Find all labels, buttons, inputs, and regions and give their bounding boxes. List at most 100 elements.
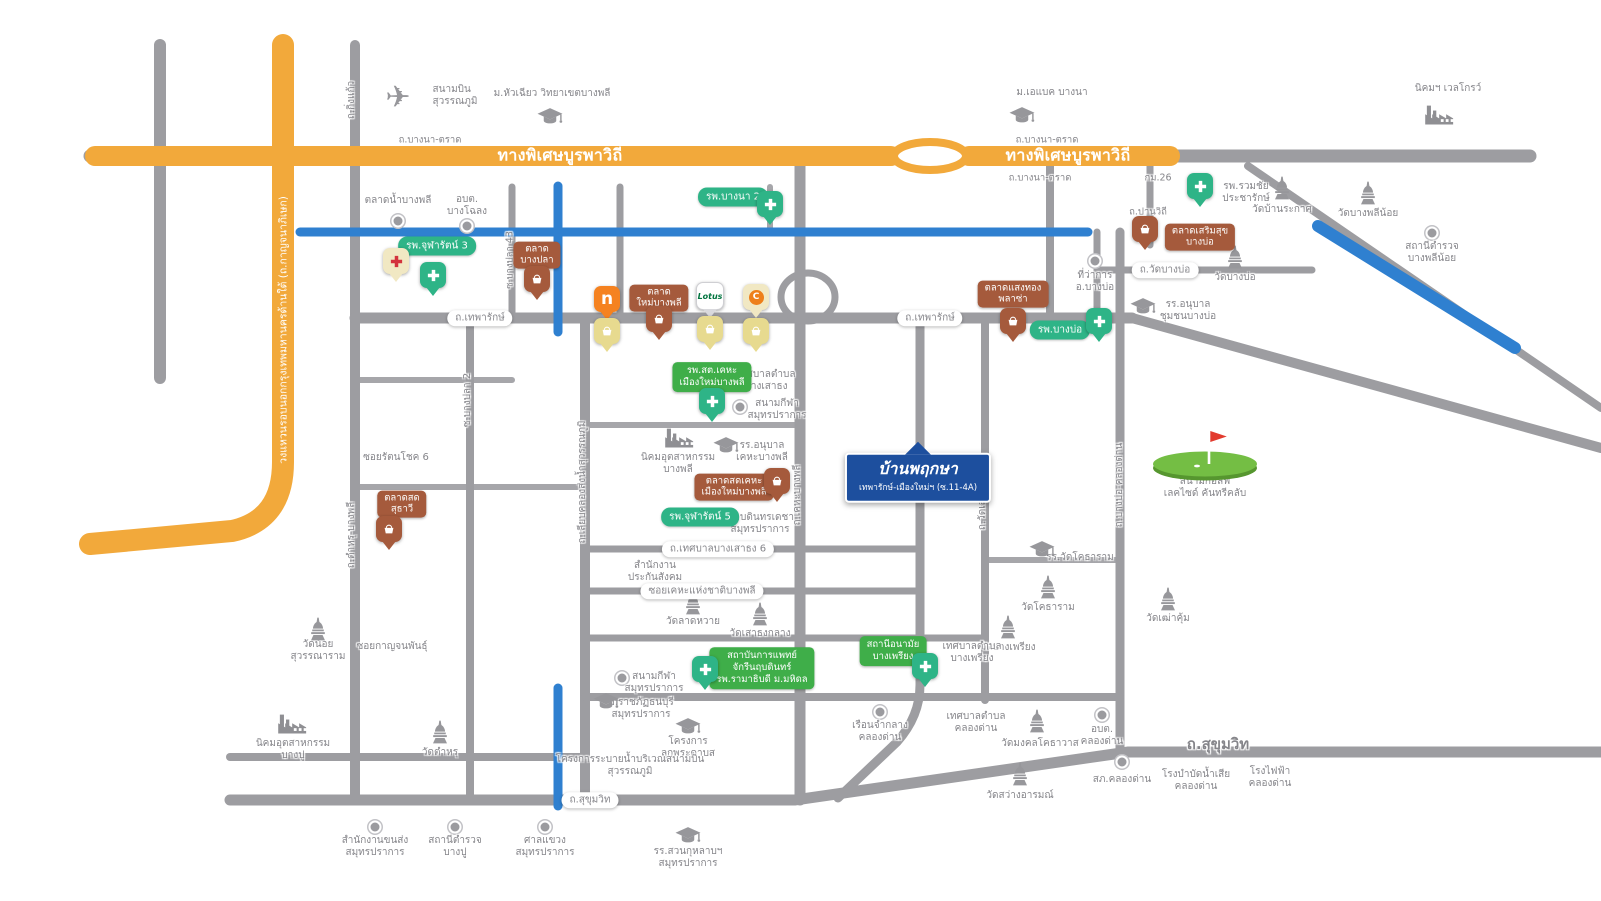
text-line: สนามบิน	[432, 84, 471, 95]
lbl-transport-office: สำนักงานขนส่งสมุทรปราการ	[342, 835, 409, 859]
dot-police-bangpleenoi	[1425, 226, 1439, 240]
market-pin-keha	[764, 468, 790, 502]
road-label-bangbo-klongdan: ถ.บางบ่อ-คลองด่าน	[1114, 443, 1126, 528]
expressway-interchange-ring	[890, 138, 970, 174]
text-line: สถาบันการแพทย์	[727, 650, 797, 662]
road-label-tamru-bangplee: ถ.ตำหรุ-บางพลี	[346, 502, 358, 568]
hospital-pin-head	[699, 388, 725, 414]
road-pill-sukhumvit: ถ.สุขุมวิท	[561, 792, 619, 808]
lbl-lukpradabos-project: โครงการลูกพระดาบส	[661, 736, 715, 760]
text-line: คลองด่าน	[1248, 778, 1292, 789]
road-label-bangna-trad-3: ถ.บางนา-ตราด	[1009, 172, 1072, 183]
lbl-wat-latwai: วัดลาดหวาย	[666, 616, 720, 628]
temple-icon-thaokum	[1158, 587, 1179, 611]
brand-pin-lotus: Lotus	[696, 282, 724, 318]
pin-tail	[770, 493, 784, 502]
text-line: ม.เอแบค บางนา	[1016, 87, 1088, 98]
road-label-panwithi: ถ.ปานวิถี	[1129, 206, 1167, 217]
factory-icon-bangpu	[277, 711, 310, 734]
lbl-wat-saothongklang: วัดเสาธงกลาง	[730, 628, 791, 640]
road-pill-thepharak-1: ถ.เทพารักษ์	[447, 310, 513, 326]
lbl-bangplee-floating-market: ตลาดน้ำบางพลี	[365, 195, 432, 207]
text-line: เทศบาลตำบล	[736, 369, 796, 380]
text-line: สุวรรณาราม	[290, 651, 346, 662]
shop-pin-1	[594, 318, 620, 352]
lbl-tessaban-klongdan: เทศบาลตำบลคลองด่าน	[946, 711, 1005, 735]
dot-obt-bangchalong	[460, 219, 474, 233]
dot-stadium-2	[615, 671, 629, 685]
text-line: กม.26	[1144, 172, 1172, 184]
text-line: ถ.เทพารักษ์	[455, 312, 505, 324]
n-pin-head: n	[594, 286, 620, 312]
text-line: เทศบาลตำบล	[942, 641, 1002, 652]
school-icon-rajabhat	[593, 693, 619, 711]
clinic-pin-chularat3	[383, 248, 409, 282]
text-line: สมุทรปราการ	[345, 847, 405, 858]
text-line: วัดบางพลีน้อย	[1337, 208, 1399, 219]
road-thepharak-east	[1127, 313, 1601, 453]
pin-tail	[1092, 333, 1106, 342]
pill-saengthong-plaza: ตลาดแสงทองพลาซ่า	[977, 280, 1049, 308]
lbl-suankularb-school: รร.สวนกุหลาบฯสมุทรปราการ	[654, 846, 723, 870]
text-line: บางเสาธง	[744, 381, 788, 392]
text-line: สุวรรณภูมิ	[607, 766, 653, 777]
text-line: ซอยกาญจนพันธุ์	[356, 641, 428, 652]
project-title: บ้านพฤกษา	[878, 458, 958, 478]
project-marker: บ้านพฤกษาเทพารักษ์-เมืองใหม่ฯ (ซ.11-4A)	[844, 452, 992, 504]
text-line: รพ.บางนา 2	[706, 191, 760, 203]
text-line: เรือนจำกลาง	[852, 720, 908, 731]
text-line: บางปลา	[520, 255, 554, 266]
pin-tail	[703, 309, 717, 318]
school-icon-abac	[1009, 107, 1035, 125]
pill-bangpla-market: ตลาดบางปลา	[513, 241, 561, 269]
road-label-soi-bangpla-2: ซ.บางปลา 2	[462, 373, 474, 427]
lbl-tessaban-bangphriang: เทศบาลตำบลบางเพรียง	[942, 641, 1001, 665]
temple-icon-watnoi	[308, 617, 329, 641]
dot-prison	[873, 705, 887, 719]
box-rpst-muangmai: รพ.สต.เคหะเมืองใหม่บางพลี	[672, 362, 752, 392]
dot-transport-office	[368, 820, 382, 834]
dot-bangplee-floating-market	[391, 214, 405, 228]
text-line: ถ.เทพารักษ์	[905, 312, 955, 324]
lbl-anuban-keha: รร.อนุบาลเคหะบางพลี	[736, 440, 788, 464]
text-line: ซ.บางปลา 2	[462, 372, 473, 428]
pin-tail	[918, 678, 932, 687]
text-line: สุธาวี	[390, 504, 414, 515]
market-pin-bangpla	[524, 266, 550, 300]
lbl-police-bangpleenoi: สถานีตำรวจบางพลีน้อย	[1405, 241, 1459, 265]
lbl-suvarnabhumi-airport: สนามบินสุวรรณภูมิ	[433, 84, 478, 108]
text-line: ประชารักษ์	[1222, 193, 1270, 204]
text-line: รพ.บางบ่อ	[1037, 324, 1083, 336]
pill-chularat5-hospital: รพ.จุฬารัตน์ 5	[661, 507, 739, 527]
expressway-roads	[79, 34, 1180, 555]
market-pin-saengthong	[1000, 308, 1026, 342]
text-line: รร.บดินทรเดชา	[726, 512, 794, 523]
text-line: รร.อนุบาล	[739, 440, 785, 451]
hospital-pin-bangna2	[757, 191, 783, 225]
shop-pin-head	[743, 318, 769, 344]
text-line: คลองด่าน	[1174, 781, 1218, 792]
temple-icon-kotharam	[1038, 575, 1059, 599]
lbl-golf-course: สนามกอล์ฟเลคไซด์ คันทรีคลับ	[1164, 476, 1246, 500]
temple-icon-mongkhon	[1027, 709, 1048, 733]
lbl-rajabhat-thonburi: ม.ราชภัฏธนบุรีสมุทรปราการ	[608, 697, 674, 721]
text-line: ตลาดสดเคหะ	[705, 475, 763, 487]
lbl-social-security-office: สำนักงานประกันสังคม	[628, 560, 682, 584]
text-line: บางเพรียง	[872, 651, 914, 662]
shop-pin-2	[697, 316, 723, 350]
text-line: ซอยรัตนโชค 6	[363, 452, 429, 463]
road-label-kingkaew: ถ.กิ่งแก้ว	[346, 81, 358, 119]
brand-pin-n: n	[594, 286, 620, 320]
road-pill-soi-keha-haengchat: ซอยเคหะแห่งชาติบางพลี	[640, 583, 764, 599]
pin-tail	[382, 541, 396, 550]
lbl-wat-tamru: วัดตำหรุ	[422, 747, 458, 759]
text-line: ถ.ปานวิถี	[1129, 206, 1167, 218]
text-line: ตลาด	[647, 286, 671, 298]
hospital-pin-chularat3	[420, 262, 446, 296]
dot-obt-klongdan	[1095, 708, 1109, 722]
lbl-huachiew-university: ม.หัวเฉียว วิทยาเขตบางพลี	[494, 88, 611, 100]
lotus-pin-head: Lotus	[696, 282, 724, 310]
lbl-wat-sawang-arom: วัดสว่างอารมณ์	[986, 790, 1053, 802]
text-line: สนามกีฬา	[755, 398, 799, 409]
interchange-ring	[777, 269, 839, 325]
